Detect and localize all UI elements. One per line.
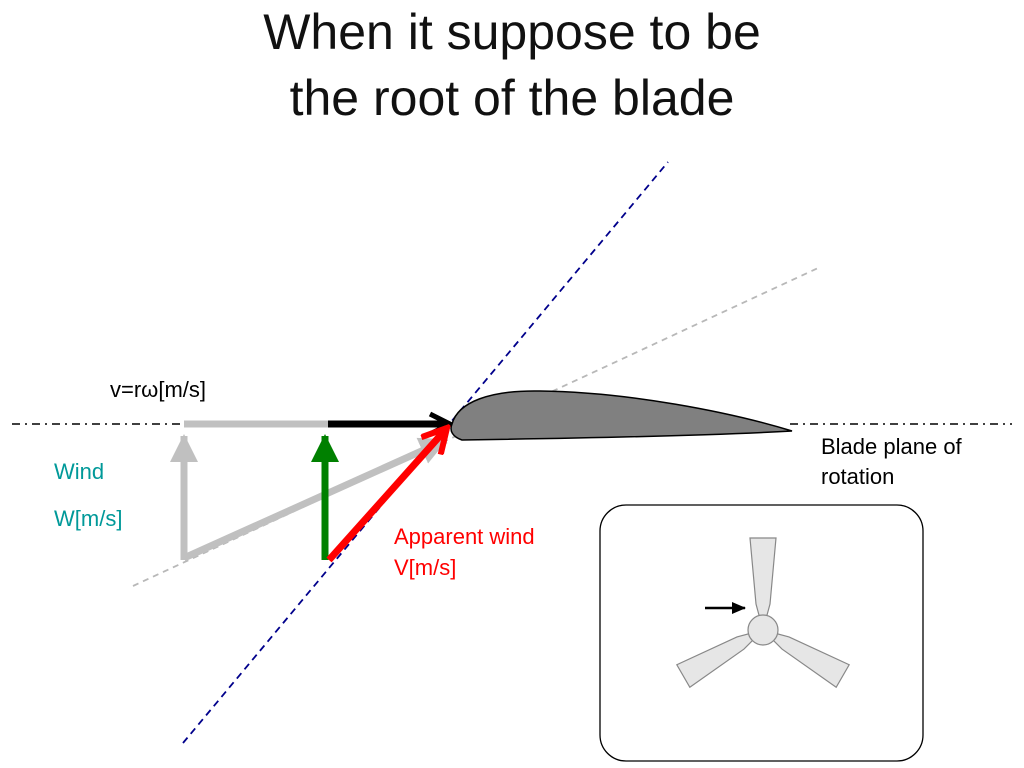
airfoil <box>450 390 793 441</box>
blade-speed-label: v=rω[m/s] <box>110 377 207 402</box>
apparent-wind-arrow <box>326 428 447 563</box>
turbine-blade-3 <box>675 628 765 689</box>
turbine-blade-1 <box>749 537 777 633</box>
apparent-wind-label: Apparent wind <box>394 524 535 549</box>
apparent-wind-units-label: V[m/s] <box>394 555 457 580</box>
wind-label: Wind <box>54 459 105 484</box>
turbine-hub <box>747 614 779 646</box>
rotation-plane-label-line-1: Blade plane of <box>821 434 962 459</box>
title-line-2: the root of the blade <box>289 70 735 126</box>
rotation-plane-label-line-2: rotation <box>821 464 895 489</box>
gray-apparent-wind-arrow <box>182 436 448 562</box>
title-line-1: When it suppose to be <box>263 4 761 60</box>
wind-units-label: W[m/s] <box>54 506 123 531</box>
turbine-blade-2 <box>761 628 851 689</box>
wind-turbine-icon <box>675 537 851 689</box>
